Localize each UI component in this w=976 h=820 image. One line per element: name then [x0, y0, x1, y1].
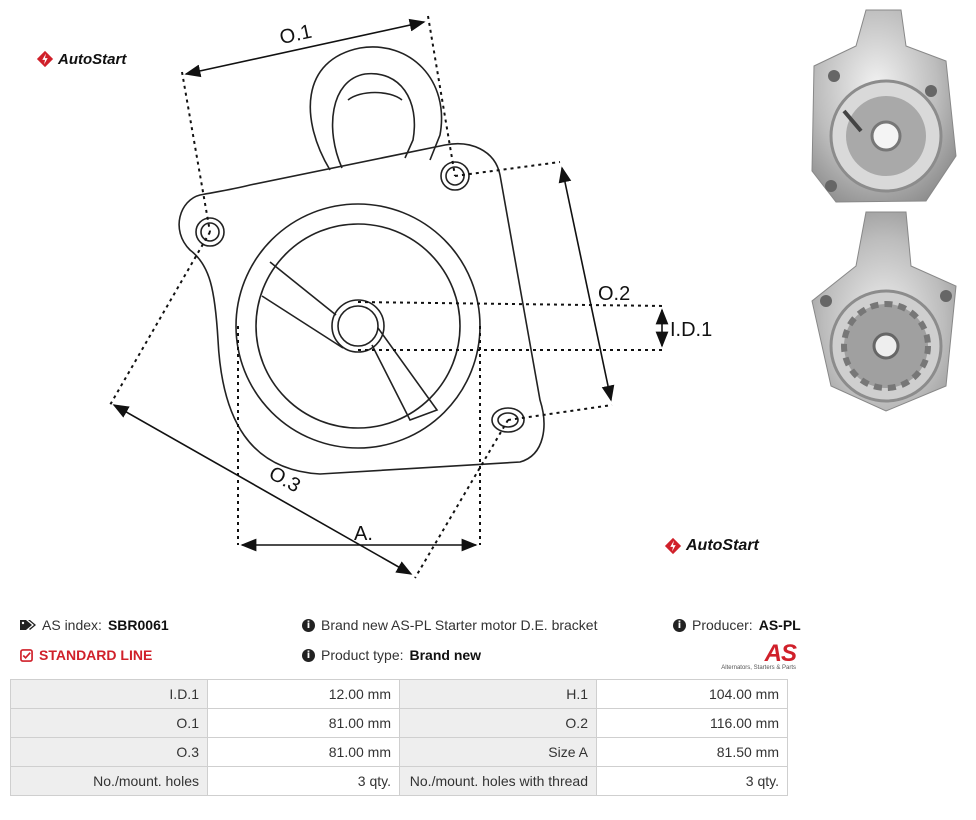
as-index-value: SBR0061 — [107, 617, 169, 633]
dim-label-o3: O.3 — [265, 462, 304, 497]
inner-ring — [255, 223, 461, 429]
dim-label-id1: I.D.1 — [670, 319, 712, 341]
autostart-logo: AutoStart — [36, 50, 126, 68]
outer-ring — [235, 203, 481, 449]
spec-label: No./mount. holes with thread — [399, 766, 597, 796]
product-description-text: Brand new AS-PL Starter motor D.E. brack… — [321, 617, 598, 633]
spec-label: No./mount. holes — [10, 766, 208, 796]
bracket-outline — [178, 143, 545, 475]
autostart-logo-icon — [36, 50, 54, 68]
technical-drawing: O.1 O.2 I.D.1 O.3 A. — [109, 15, 712, 579]
product-photo-back[interactable] — [806, 206, 966, 416]
spec-value: 104.00 mm — [596, 679, 788, 709]
autostart-logo-bottom: AutoStart — [664, 537, 759, 555]
spec-value: 12.00 mm — [207, 679, 400, 709]
center-bore — [331, 299, 385, 353]
spec-label: O.1 — [10, 708, 208, 738]
as-pl-logo-text: AS — [764, 640, 797, 667]
spec-value: 116.00 mm — [596, 708, 788, 738]
mount-hole-left — [195, 217, 225, 247]
spec-label: O.3 — [10, 737, 208, 767]
spec-value: 81.50 mm — [596, 737, 788, 767]
table-row: No./mount. holes 3 qty. No./mount. holes… — [10, 766, 788, 796]
dim-label-o1: O.1 — [278, 21, 314, 49]
product-type-value: Brand new — [409, 647, 482, 663]
table-row: O.3 81.00 mm Size A 81.50 mm — [10, 737, 788, 767]
specs-table: I.D.1 12.00 mm H.1 104.00 mm O.1 81.00 m… — [10, 679, 788, 796]
autostart-logo-text: AutoStart — [58, 50, 127, 68]
spec-value: 3 qty. — [596, 766, 788, 796]
tags-icon — [20, 620, 36, 630]
producer-label: Producer: — [692, 617, 753, 633]
spec-label: H.1 — [399, 679, 597, 709]
product-type: i Product type: Brand new — [302, 647, 481, 663]
standard-line-text: STANDARD LINE — [39, 647, 153, 663]
autostart-logo-text: AutoStart — [686, 537, 759, 554]
as-pl-logo-tagline: Alternators, Starters & Parts — [721, 665, 796, 671]
standard-line-badge: STANDARD LINE — [20, 647, 152, 663]
as-index-label: AS index: — [42, 617, 102, 633]
dim-label-o2: O.2 — [598, 283, 630, 305]
product-description: i Brand new AS-PL Starter motor D.E. bra… — [302, 617, 598, 633]
spec-value: 3 qty. — [207, 766, 400, 796]
mount-hole-top-right — [440, 161, 470, 191]
mount-hole-bottom-right — [491, 407, 525, 433]
dim-label-a: A. — [354, 523, 373, 545]
info-icon: i — [302, 648, 315, 662]
spec-label: O.2 — [399, 708, 597, 738]
producer-value: AS-PL — [758, 617, 801, 633]
info-icon: i — [673, 618, 686, 632]
check-square-icon — [20, 648, 33, 662]
producer: i Producer: AS-PL — [673, 617, 801, 633]
bracket-top-loop — [309, 46, 443, 171]
as-pl-logo: AS Alternators, Starters & Parts — [716, 640, 797, 671]
as-index: AS index: SBR0061 — [20, 617, 169, 633]
spec-label: I.D.1 — [10, 679, 208, 709]
spec-value: 81.00 mm — [207, 708, 400, 738]
product-photo-front[interactable] — [806, 6, 966, 206]
product-type-label: Product type: — [321, 647, 404, 663]
spec-value: 81.00 mm — [207, 737, 400, 767]
spec-label: Size A — [399, 737, 597, 767]
table-row: O.1 81.00 mm O.2 116.00 mm — [10, 708, 788, 738]
info-icon: i — [302, 618, 315, 632]
autostart-logo-icon — [664, 537, 682, 555]
table-row: I.D.1 12.00 mm H.1 104.00 mm — [10, 679, 788, 709]
